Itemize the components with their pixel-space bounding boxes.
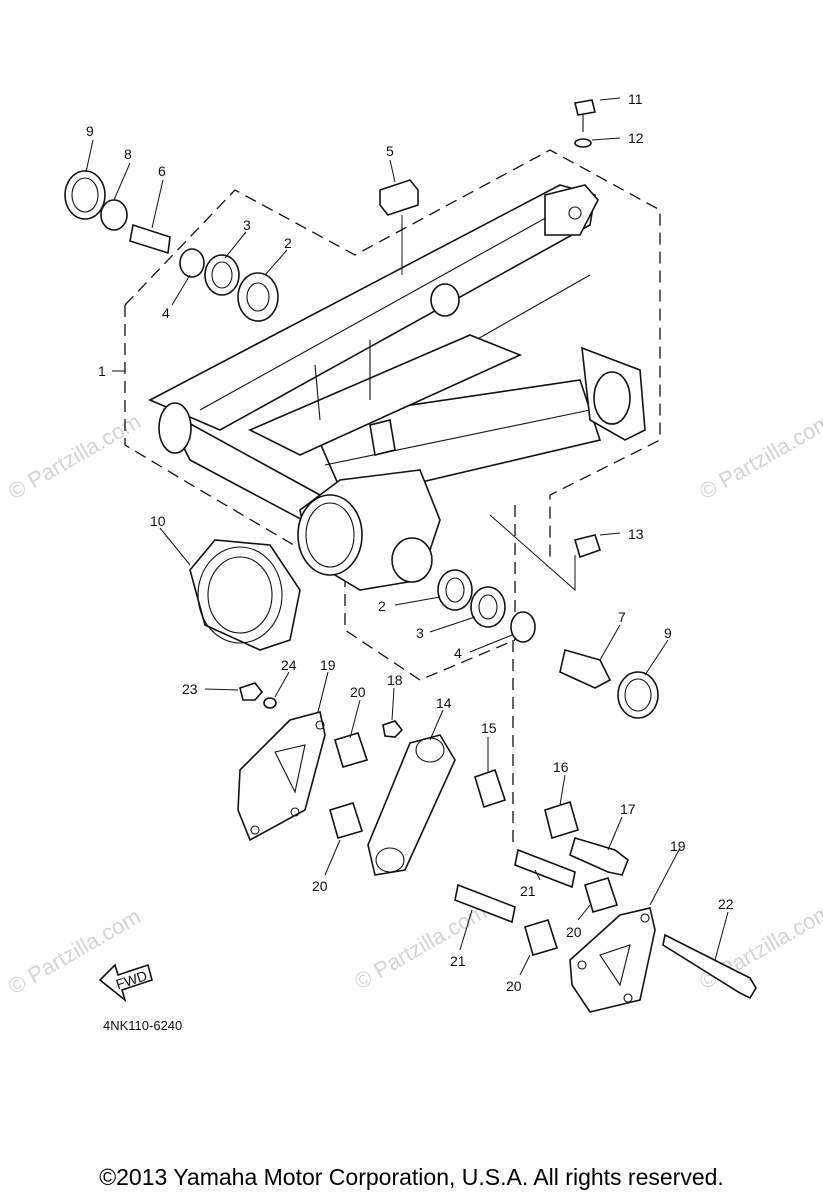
assembly-outline: [124, 149, 661, 845]
callout-1: 1: [98, 363, 106, 379]
callout-21: 21: [520, 883, 536, 899]
callout-8: 8: [124, 146, 132, 162]
fwd-arrow-icon: FWD: [98, 963, 153, 1003]
watermark: © Partzilla.com: [695, 899, 823, 995]
swingarm-body: [148, 184, 646, 591]
fwd-label: FWD: [114, 967, 149, 992]
callout-7: 7: [618, 609, 626, 625]
callout-4: 4: [162, 305, 170, 321]
callout-10: 10: [150, 513, 166, 529]
callout-20: 20: [566, 924, 582, 940]
copyright-footer: ©2013 Yamaha Motor Corporation, U.S.A. A…: [99, 1164, 724, 1190]
cap-13: [573, 534, 602, 559]
callout-19: 19: [320, 657, 336, 673]
right-bearing-stack: [437, 569, 536, 643]
callout-3: 3: [416, 625, 424, 641]
callout-20: 20: [312, 878, 328, 894]
diagram-code: 4NK110-6240: [103, 1018, 182, 1033]
watermark: © Partzilla.com: [4, 409, 145, 505]
watermark: © Partzilla.com: [695, 409, 823, 505]
callout-11: 11: [628, 91, 643, 107]
callout-16: 16: [553, 759, 569, 775]
callout-4: 4: [454, 645, 462, 661]
callout-20: 20: [350, 684, 366, 700]
linkage-assembly: [237, 682, 757, 1013]
callout-3: 3: [243, 217, 251, 233]
callout-6: 6: [158, 163, 166, 179]
callout-5: 5: [386, 143, 394, 159]
callout-23: 23: [182, 681, 198, 697]
callout-24: 24: [281, 657, 297, 673]
pivot-shaft-7: [559, 648, 612, 689]
left-bearing-stack: [64, 170, 279, 322]
callout-13: 13: [628, 526, 644, 542]
callout-17: 17: [620, 801, 636, 817]
callout-12: 12: [628, 130, 644, 146]
callout-9: 9: [86, 123, 94, 139]
cap-9-right: [617, 671, 659, 719]
callout-18: 18: [387, 672, 403, 688]
watermark: © Partzilla.com: [350, 899, 491, 995]
callout-9: 9: [664, 625, 672, 641]
callout-15: 15: [481, 720, 497, 736]
callouts: 1 2 2 3 3 4 4 5 6 7 8 9 9 10 11 12 13 14…: [86, 91, 734, 994]
leader-lines: [85, 97, 729, 976]
callout-2: 2: [378, 598, 386, 614]
callout-19: 19: [670, 838, 686, 854]
bolt-and-washer-11-12: [574, 99, 596, 148]
callout-21: 21: [450, 953, 466, 969]
callout-22: 22: [718, 896, 734, 912]
part-5-block: [379, 179, 419, 216]
part-10-gear-ring: [189, 539, 301, 651]
callout-20: 20: [506, 978, 522, 994]
callout-14: 14: [436, 695, 452, 711]
callout-2: 2: [284, 235, 292, 251]
